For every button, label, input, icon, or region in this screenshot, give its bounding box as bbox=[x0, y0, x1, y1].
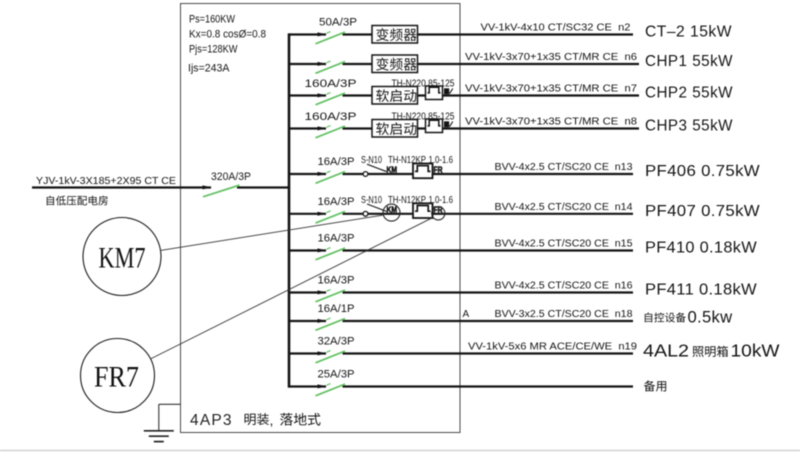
svg-text:32A/3P: 32A/3P bbox=[318, 336, 355, 348]
svg-text:VV-1kV-3x70+1x35 CT/MR CE n8: VV-1kV-3x70+1x35 CT/MR CE n8 bbox=[465, 117, 637, 128]
svg-text:TH-N12KP: TH-N12KP bbox=[388, 195, 426, 206]
svg-text:FR: FR bbox=[434, 166, 443, 175]
svg-text:PF411 0.18kW: PF411 0.18kW bbox=[645, 282, 758, 299]
svg-text:160A/3P: 160A/3P bbox=[305, 78, 357, 90]
svg-text:1.0-1.6: 1.0-1.6 bbox=[429, 195, 454, 206]
svg-text:50A/3P: 50A/3P bbox=[319, 17, 357, 29]
svg-text:CT–2 15kW: CT–2 15kW bbox=[645, 24, 732, 41]
svg-text:BVV-4x2.5 CT/SC20 CE n14: BVV-4x2.5 CT/SC20 CE n14 bbox=[495, 202, 633, 213]
svg-text:CHP3 55kW: CHP3 55kW bbox=[645, 118, 733, 135]
svg-text:BVV-3x2.5 CT/SC20 CE n18: BVV-3x2.5 CT/SC20 CE n18 bbox=[495, 309, 633, 320]
svg-text:VV-1kV-4x10 CT/SC32 CE n2: VV-1kV-4x10 CT/SC32 CE n2 bbox=[481, 23, 631, 34]
svg-text:TH-N220 85-125: TH-N220 85-125 bbox=[392, 112, 455, 123]
svg-text:Ijs=243A: Ijs=243A bbox=[188, 63, 230, 75]
svg-text:A: A bbox=[463, 309, 470, 320]
svg-text:4AP3: 4AP3 bbox=[190, 412, 233, 429]
svg-text:CHP2 55kW: CHP2 55kW bbox=[645, 85, 733, 102]
svg-text:160A/3P: 160A/3P bbox=[305, 111, 357, 123]
svg-text:BVV-4x2.5 CT/SC20 CE n13: BVV-4x2.5 CT/SC20 CE n13 bbox=[495, 162, 633, 173]
svg-text:,: , bbox=[270, 412, 274, 428]
svg-text:VV-1kV-3x70+1x35 CT/MR CE n6: VV-1kV-3x70+1x35 CT/MR CE n6 bbox=[465, 52, 637, 63]
svg-text:YJV-1kV-3X185+2X95 CT CE: YJV-1kV-3X185+2X95 CT CE bbox=[36, 176, 176, 187]
svg-text:BVV-4x2.5 CT/SC20 CE n15: BVV-4x2.5 CT/SC20 CE n15 bbox=[495, 239, 633, 250]
svg-text:TH-N220 85-125: TH-N220 85-125 bbox=[392, 79, 455, 90]
svg-text:KM: KM bbox=[387, 204, 398, 214]
svg-text:16A/3P: 16A/3P bbox=[318, 156, 355, 168]
svg-text:BVV-4x2.5 CT/SC20 CE n16: BVV-4x2.5 CT/SC20 CE n16 bbox=[495, 281, 633, 292]
svg-text:S-N10: S-N10 bbox=[361, 155, 382, 166]
svg-text:1.0-1.6: 1.0-1.6 bbox=[429, 155, 454, 166]
svg-text:25A/3P: 25A/3P bbox=[318, 369, 355, 381]
svg-text:320A/3P: 320A/3P bbox=[211, 171, 251, 183]
svg-text:VV-1kV-5x6 MR ACE/CE/WE n19: VV-1kV-5x6 MR ACE/CE/WE n19 bbox=[468, 342, 637, 353]
svg-text:TH-N12KP: TH-N12KP bbox=[388, 155, 426, 166]
svg-text:FR: FR bbox=[434, 205, 443, 214]
svg-text:10kW: 10kW bbox=[731, 341, 781, 361]
svg-text:Ps=160KW: Ps=160KW bbox=[189, 14, 236, 26]
svg-text:VV-1kV-3x70+1x35 CT/MR CE n7: VV-1kV-3x70+1x35 CT/MR CE n7 bbox=[465, 84, 637, 95]
svg-text:PF410 0.18kW: PF410 0.18kW bbox=[645, 240, 758, 257]
svg-text:0.5kw: 0.5kw bbox=[688, 309, 733, 327]
svg-text:PF406 0.75kW: PF406 0.75kW bbox=[645, 163, 761, 180]
svg-text:FR7: FR7 bbox=[94, 361, 139, 394]
svg-text:CHP1 55kW: CHP1 55kW bbox=[645, 53, 733, 70]
svg-text:16A/3P: 16A/3P bbox=[318, 275, 355, 287]
svg-text:Pjs=128KW: Pjs=128KW bbox=[189, 44, 238, 56]
svg-text:PF407 0.75kW: PF407 0.75kW bbox=[645, 203, 761, 220]
svg-text:KM: KM bbox=[387, 165, 398, 175]
svg-text:S-N10: S-N10 bbox=[361, 195, 382, 206]
svg-text:4AL2: 4AL2 bbox=[643, 341, 689, 361]
svg-text:16A/3P: 16A/3P bbox=[318, 233, 355, 245]
svg-text:16A/3P: 16A/3P bbox=[318, 196, 355, 208]
svg-text:Kx=0.8 cosØ=0.8: Kx=0.8 cosØ=0.8 bbox=[189, 29, 266, 41]
svg-text:KM7: KM7 bbox=[99, 242, 146, 275]
svg-text:16A/1P: 16A/1P bbox=[318, 303, 355, 315]
